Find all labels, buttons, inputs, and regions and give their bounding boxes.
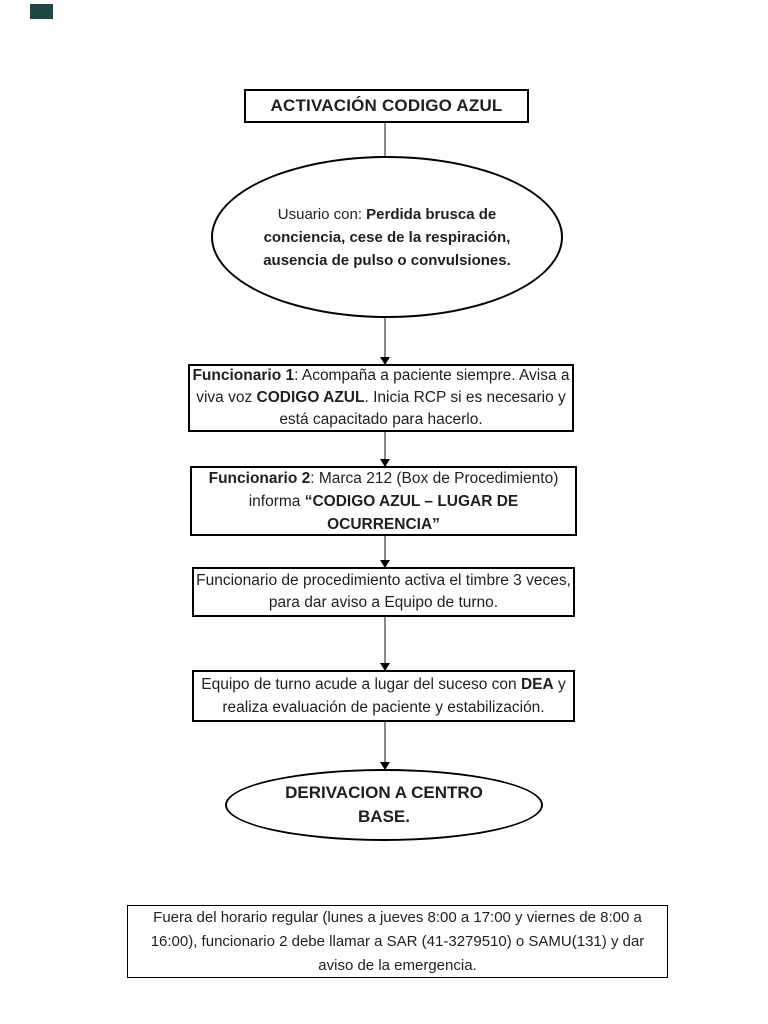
step3-text: Funcionario de procedimiento activa el t… bbox=[196, 572, 571, 611]
step1-text: Funcionario 1: Acompaña a paciente siemp… bbox=[192, 367, 570, 428]
connector-step1-to-step2 bbox=[379, 432, 390, 467]
step2-text: Funcionario 2: Marca 212 (Box de Procedi… bbox=[208, 469, 559, 533]
note-text: Fuera del horario regular (lunes a jueve… bbox=[150, 908, 645, 974]
connector-title-to-trigger bbox=[384, 123, 386, 156]
arrow-down-icon bbox=[379, 357, 390, 365]
end-text: DERIVACION A CENTRO BASE. bbox=[285, 783, 483, 826]
step-box-equipo-turno: Equipo de turno acude a lugar del suceso… bbox=[192, 670, 575, 722]
step-box-timbre: Funcionario de procedimiento activa el t… bbox=[192, 567, 575, 617]
connector-step3-to-step4 bbox=[379, 617, 390, 671]
connector-trigger-to-step1 bbox=[379, 318, 390, 365]
arrow-down-icon bbox=[379, 560, 390, 568]
title-box: ACTIVACIÓN CODIGO AZUL bbox=[244, 89, 529, 123]
step-box-funcionario-1: Funcionario 1: Acompaña a paciente siemp… bbox=[188, 364, 574, 432]
step4-text: Equipo de turno acude a lugar del suceso… bbox=[201, 676, 566, 716]
trigger-ellipse: Usuario con: Perdida brusca de concienci… bbox=[211, 156, 563, 318]
arrow-down-icon bbox=[379, 762, 390, 770]
end-ellipse: DERIVACION A CENTRO BASE. bbox=[225, 769, 543, 841]
connector-step2-to-step3 bbox=[379, 536, 390, 568]
note-box: Fuera del horario regular (lunes a jueve… bbox=[127, 905, 668, 978]
trigger-text: Usuario con: Perdida brusca de concienci… bbox=[263, 205, 511, 269]
arrow-down-icon bbox=[379, 459, 390, 467]
arrow-down-icon bbox=[379, 663, 390, 671]
corner-mark bbox=[30, 4, 53, 19]
title-text: ACTIVACIÓN CODIGO AZUL bbox=[270, 96, 503, 115]
step-box-funcionario-2: Funcionario 2: Marca 212 (Box de Procedi… bbox=[190, 466, 577, 536]
connector-step4-to-end bbox=[379, 722, 390, 770]
